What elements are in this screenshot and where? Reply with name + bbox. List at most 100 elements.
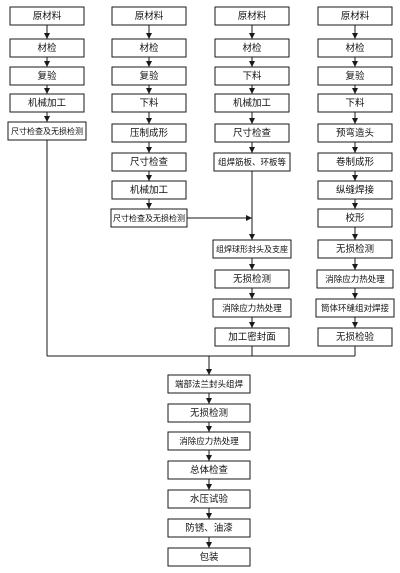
column-2-arrow-7-head bbox=[146, 203, 152, 209]
column-2-step-2-label: 材检 bbox=[139, 42, 159, 54]
column-3-step-10: 加工密封面 bbox=[214, 327, 290, 347]
final-step-3-label: 消除应力热处理 bbox=[179, 436, 239, 447]
final-step-1: 端部法兰封头组焊 bbox=[167, 374, 251, 394]
column-4-step-3: 复验 bbox=[317, 66, 393, 86]
column-4-step-2: 材检 bbox=[317, 38, 393, 58]
column-4-step-3-frame bbox=[317, 66, 393, 86]
column-3-step-5-frame bbox=[214, 123, 290, 143]
column-1-step-5: 尺寸检查及无损检测 bbox=[7, 121, 87, 141]
column-2-step-7-frame bbox=[111, 180, 187, 200]
boxes-group: 原材料材检复验机械加工尺寸检查及无损检测原材料材检复验下料压制成形尺寸检查机械加… bbox=[7, 6, 395, 567]
column-3-step-6: 组焊筋板、环板等 bbox=[213, 152, 291, 172]
column-4-step-7-label: 纵缝焊接 bbox=[336, 184, 375, 196]
column-4-step-5-label: 预弯造头 bbox=[336, 127, 374, 139]
column-2-step-1-label: 原材料 bbox=[135, 10, 164, 22]
column-4-step-7: 纵缝焊接 bbox=[317, 180, 393, 200]
final-step-1-label: 端部法兰封头组焊 bbox=[175, 379, 244, 390]
column-4-step-12-label: 无损检验 bbox=[336, 331, 375, 343]
final-step-2-frame bbox=[167, 403, 251, 423]
column-2-step-2: 材检 bbox=[111, 38, 187, 58]
column-3-arrow-7-head bbox=[249, 264, 255, 270]
column-4-step-10-frame bbox=[316, 269, 394, 289]
column-2-step-3-label: 复验 bbox=[139, 70, 159, 82]
column-2-step-1-frame bbox=[111, 6, 187, 26]
column-1-step-5-label: 尺寸检查及无损检测 bbox=[11, 126, 83, 136]
column-4-step-7-frame bbox=[317, 180, 393, 200]
column-4-step-9-label: 无损检测 bbox=[336, 243, 374, 255]
final-step-7-frame bbox=[167, 547, 251, 567]
column-4-step-11-frame bbox=[315, 298, 395, 318]
column-1-step-5-frame bbox=[7, 121, 87, 141]
column-2-arrow-2-head bbox=[146, 61, 152, 67]
column-2-step-4-label: 下料 bbox=[139, 97, 159, 109]
column-4-step-1: 原材料 bbox=[317, 6, 393, 26]
column-3-step-3-frame bbox=[214, 66, 290, 86]
column-2-arrow-5-head bbox=[146, 147, 152, 153]
column-4-step-8-frame bbox=[317, 208, 393, 228]
column-1-step-3-frame bbox=[9, 66, 85, 86]
column-3-step-10-frame bbox=[214, 327, 290, 347]
column-3-step-9: 消除应力热处理 bbox=[212, 298, 292, 318]
column-4-step-12: 无损检验 bbox=[317, 327, 393, 347]
column-3-step-6-frame bbox=[213, 152, 291, 172]
column-4-step-10-label: 消除应力热处理 bbox=[325, 274, 385, 285]
column-3-step-2-label: 材检 bbox=[242, 42, 262, 54]
column-4-step-11: 筒体环缝组对焊接 bbox=[315, 298, 395, 318]
column-1-arrow-4-head bbox=[44, 116, 50, 122]
column-3-step-5: 尺寸检查 bbox=[214, 123, 290, 143]
column-2-step-4: 下料 bbox=[111, 93, 187, 113]
column-4-step-12-frame bbox=[317, 327, 393, 347]
column-3-arrow-6-head bbox=[249, 234, 255, 240]
column-3-step-2-frame bbox=[214, 38, 290, 58]
final-arrow-2-head bbox=[206, 426, 212, 432]
column-4-step-8: 校形 bbox=[317, 208, 393, 228]
final-step-3: 消除应力热处理 bbox=[167, 431, 251, 451]
column-2-step-5-label: 压制成形 bbox=[130, 127, 169, 139]
final-step-4: 总体检查 bbox=[167, 460, 251, 480]
column-1-step-2-label: 材检 bbox=[37, 42, 57, 54]
column-3-step-7: 组焊球形封头及支座 bbox=[212, 239, 292, 259]
final-step-6-frame bbox=[167, 518, 251, 538]
column-4-step-2-label: 材检 bbox=[345, 42, 365, 54]
column-1-step-2-frame bbox=[9, 38, 85, 58]
column-3-step-4: 机械加工 bbox=[214, 93, 290, 113]
column-4-step-4-label: 下料 bbox=[345, 97, 365, 109]
column-3-step-7-label: 组焊球形封头及支座 bbox=[216, 244, 288, 254]
column-2-step-7: 机械加工 bbox=[111, 180, 187, 200]
column-1-step-2: 材检 bbox=[9, 38, 85, 58]
column-4-step-9: 无损检测 bbox=[317, 239, 393, 259]
final-step-7-label: 包装 bbox=[199, 551, 219, 563]
column-2-step-7-label: 机械加工 bbox=[130, 184, 169, 196]
column-3-step-8: 无损检测 bbox=[214, 269, 290, 289]
column-3-arrow-4-head bbox=[249, 118, 255, 124]
column-2-step-5: 压制成形 bbox=[111, 123, 187, 143]
column-2-step-4-frame bbox=[111, 93, 187, 113]
column-3-step-3: 下料 bbox=[214, 66, 290, 86]
column-3-step-7-frame bbox=[212, 239, 292, 259]
column-3-step-1-frame bbox=[214, 6, 290, 26]
final-step-3-frame bbox=[167, 431, 251, 451]
column-4-step-10: 消除应力热处理 bbox=[316, 269, 394, 289]
column-4-arrow-10-head bbox=[352, 293, 358, 299]
column-3-step-2: 材检 bbox=[214, 38, 290, 58]
column-4-step-6-label: 卷制成形 bbox=[336, 156, 375, 168]
final-arrow-1-head bbox=[206, 398, 212, 404]
final-step-4-frame bbox=[167, 460, 251, 480]
column-1-step-1-label: 原材料 bbox=[33, 10, 62, 22]
final-step-2: 无损检测 bbox=[167, 403, 251, 423]
column-1-arrow-3-head bbox=[44, 88, 50, 94]
column-3-step-9-frame bbox=[212, 298, 292, 318]
final-step-4-label: 总体检查 bbox=[190, 464, 229, 476]
column-4-arrow-9-head bbox=[352, 264, 358, 270]
column-2-step-8-label: 尺寸检查及无损检测 bbox=[113, 213, 185, 223]
column-4-step-4-frame bbox=[317, 93, 393, 113]
column-4-arrow-11-head bbox=[352, 322, 358, 328]
column-3-step-1-label: 原材料 bbox=[238, 10, 267, 22]
column-1-arrow-2-head bbox=[44, 61, 50, 67]
column-3-step-1: 原材料 bbox=[214, 6, 290, 26]
column-2-step-8: 尺寸检查及无损检测 bbox=[110, 208, 188, 228]
arrows-group bbox=[44, 25, 358, 548]
final-step-6: 防锈、油漆 bbox=[167, 518, 251, 538]
column-4-arrow-7-head bbox=[352, 203, 358, 209]
column-3-step-4-frame bbox=[214, 93, 290, 113]
